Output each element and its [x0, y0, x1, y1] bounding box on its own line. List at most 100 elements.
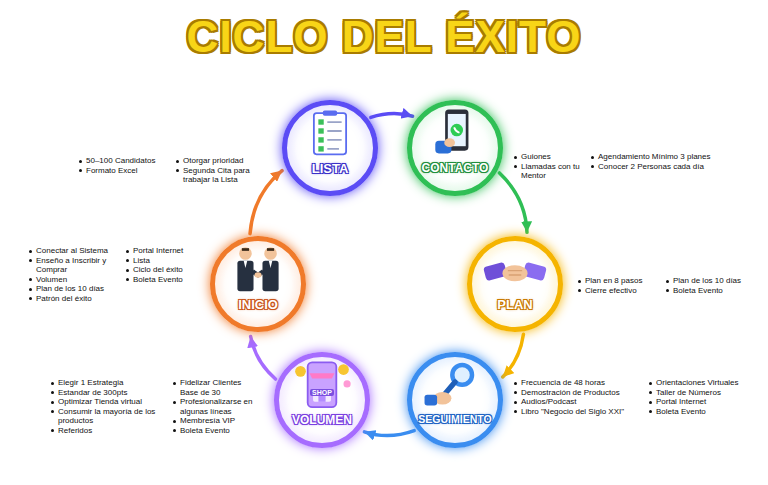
bullet-dot — [591, 156, 594, 159]
shop-phone-icon — [279, 357, 365, 443]
bullet-item: Patrón del éxito — [28, 294, 120, 304]
bullet-text: Plan de los 10 días — [36, 284, 104, 293]
circle-label: SEGUIMIENTO — [412, 413, 498, 425]
circle-label: PLAN — [472, 297, 558, 312]
bullet-item: Conocer 2 Personas cada día — [590, 162, 730, 172]
bullet-item: Taller de Números — [648, 388, 758, 398]
bullet-text: Taller de Números — [656, 388, 721, 397]
bullet-dot — [29, 259, 32, 262]
bullet-item: Frecuencia de 48 horas — [513, 378, 643, 388]
diagram-title: CICLO DEL ÉXITO — [0, 12, 768, 62]
bullet-text: Consumir la mayoría de los productos — [58, 407, 155, 426]
bullet-dot — [173, 429, 176, 432]
bullet-list: Portal InternetListaCiclo del éxitoBolet… — [125, 246, 205, 284]
cycle-arrow — [250, 171, 282, 234]
cycle-circle: LISTA — [282, 100, 378, 196]
bullet-text: Segunda Cita para trabajar la Lista — [183, 166, 250, 185]
bullet-dot — [578, 280, 581, 283]
bullet-text: Demostración de Productos — [521, 388, 620, 397]
handshake-icon — [472, 241, 558, 327]
cycle-arrow — [499, 173, 527, 232]
bullet-text: Plan en 8 pasos — [585, 276, 642, 285]
bullet-text: Elegir 1 Estrategia — [58, 378, 123, 387]
bullet-item: Lista — [125, 256, 205, 266]
bullet-dot — [514, 165, 517, 168]
bullet-item: Plan de los 10 días — [28, 284, 120, 294]
bullet-text: Otorgar prioridad — [183, 156, 243, 165]
bullet-item: Fidelizar Clientes Base de 30 — [172, 378, 258, 397]
bullet-text: Plan de los 10 días — [673, 276, 741, 285]
bullet-text: Volumen — [36, 275, 67, 284]
bullet-item: Enseño a Inscribir y Comprar — [28, 256, 120, 275]
bullet-item: Portal Internet — [648, 397, 758, 407]
bullet-item: Boleta Evento — [648, 407, 758, 417]
bullet-item: Segunda Cita para trabajar la Lista — [175, 166, 253, 185]
cycle-circle: INICIO — [210, 236, 306, 332]
bullet-item: Referidos — [50, 426, 158, 436]
bullet-item: Conectar al Sistema — [28, 246, 120, 256]
bullet-item: Consumir la mayoría de los productos — [50, 407, 158, 426]
bullet-item: Plan en 8 pasos — [577, 276, 659, 286]
cycle-arrow — [364, 431, 414, 436]
bullet-text: Orientaciones Virtuales — [656, 378, 739, 387]
bullet-text: Agendamiento Mínimo 3 planes — [598, 152, 711, 161]
bullet-item: Llamadas con tu Mentor — [513, 162, 583, 181]
bullet-item: 50–100 Candidatos — [78, 156, 168, 166]
bullet-text: Lista — [133, 256, 150, 265]
bullet-text: Boleta Evento — [673, 286, 723, 295]
bullet-text: Guiones — [521, 152, 551, 161]
bullet-item: Volumen — [28, 275, 120, 285]
bullet-text: 50–100 Candidatos — [86, 156, 155, 165]
bullet-text: Referidos — [58, 426, 92, 435]
circle-label: CONTACTO — [412, 161, 498, 175]
bullet-list: Orientaciones VirtualesTaller de Números… — [648, 378, 758, 416]
bullet-list: GuionesLlamadas con tu Mentor — [513, 152, 583, 181]
bullet-dot — [649, 391, 652, 394]
bullet-dot — [51, 382, 54, 385]
phone-icon — [412, 105, 498, 191]
bullet-text: Optimizar Tienda virtual — [58, 397, 142, 406]
bullet-dot — [29, 288, 32, 291]
bullet-dot — [126, 250, 129, 253]
bullet-text: Libro "Negocio del Siglo XXI" — [521, 407, 624, 416]
bullet-dot — [51, 429, 54, 432]
bullet-list: Otorgar prioridadSegunda Cita para traba… — [175, 156, 253, 185]
shop-text: SHOP — [310, 389, 334, 396]
bullet-dot — [649, 382, 652, 385]
bullet-dot — [649, 410, 652, 413]
bullet-item: Agendamiento Mínimo 3 planes — [590, 152, 730, 162]
bullet-text: Boleta Evento — [656, 407, 706, 416]
bullet-dot — [126, 278, 129, 281]
cycle-circle: PLAN — [467, 236, 563, 332]
bullet-item: Libro "Negocio del Siglo XXI" — [513, 407, 643, 417]
bullet-dot — [126, 259, 129, 262]
bullet-dot — [666, 289, 669, 292]
bullet-text: Llamadas con tu Mentor — [521, 162, 580, 181]
bullet-dot — [514, 156, 517, 159]
bullet-text: Membresía VIP — [180, 416, 235, 425]
bullet-text: Audios/Podcast — [521, 397, 577, 406]
bullet-dot — [173, 420, 176, 423]
bullet-text: Enseño a Inscribir y Comprar — [36, 256, 106, 275]
bullet-item: Boleta Evento — [125, 275, 205, 285]
bullet-dot — [514, 382, 517, 385]
bullet-dot — [514, 410, 517, 413]
bullet-dot — [173, 382, 176, 385]
circle-label: INICIO — [215, 297, 301, 312]
bullet-item: Boleta Evento — [665, 286, 755, 296]
bullet-item: Estandar de 300pts — [50, 388, 158, 398]
bullet-dot — [176, 160, 179, 163]
bullet-item: Guiones — [513, 152, 583, 162]
bullet-list: Elegir 1 EstrategiaEstandar de 300ptsOpt… — [50, 378, 158, 436]
bullet-dot — [649, 401, 652, 404]
bullet-list: Fidelizar Clientes Base de 30Profesional… — [172, 378, 258, 436]
bullet-dot — [29, 297, 32, 300]
bullet-item: Formato Excel — [78, 166, 168, 176]
bullet-dot — [79, 169, 82, 172]
bullet-text: Ciclo del éxito — [133, 265, 183, 274]
cycle-circle: CONTACTO — [407, 100, 503, 196]
bullet-text: Fidelizar Clientes Base de 30 — [180, 378, 241, 397]
bullet-item: Cierre efectivo — [577, 286, 659, 296]
bullet-list: Conectar al SistemaEnseño a Inscribir y … — [28, 246, 120, 304]
